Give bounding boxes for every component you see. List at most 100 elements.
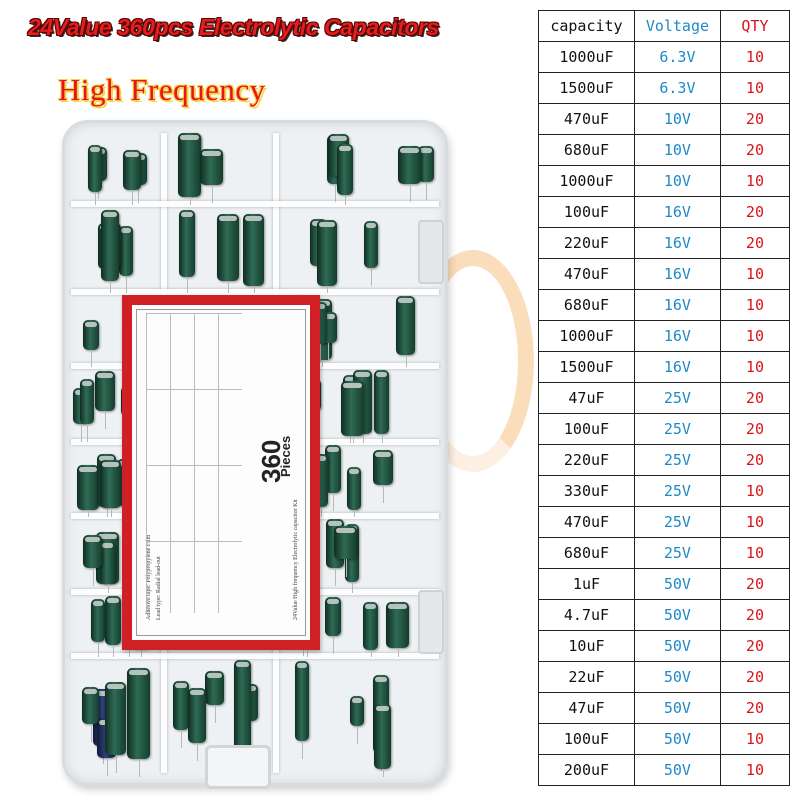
capacitor-image	[398, 146, 421, 184]
cell-voltage: 16V	[633, 227, 721, 259]
capacitor-lead	[302, 741, 303, 759]
cell-capacity: 680uF	[538, 537, 635, 569]
capacitor-lead	[106, 507, 108, 517]
cell-voltage: 50V	[633, 723, 721, 755]
capacitor-image	[374, 370, 389, 434]
cell-capacity: 330uF	[538, 475, 635, 507]
cell-voltage: 25V	[633, 382, 721, 414]
cell-qty: 20	[719, 630, 791, 662]
capacitor-image	[173, 681, 189, 730]
capacitor-image	[243, 214, 264, 286]
cell-capacity: 47uF	[538, 382, 635, 414]
capacitor-image	[234, 660, 251, 770]
cell-capacity: 680uF	[538, 134, 635, 166]
capacitor-image	[364, 221, 378, 268]
capacitor-image	[325, 597, 341, 636]
header-qty: QTY	[719, 10, 791, 42]
capacitor-lead	[328, 343, 329, 361]
banner-title: 24Value 360pcs Electrolytic Capacitors	[28, 14, 439, 40]
cell-qty: 20	[719, 413, 791, 445]
capacitor-lead	[409, 184, 411, 202]
cell-voltage: 50V	[633, 568, 721, 600]
capacitor-lead	[253, 286, 255, 293]
capacitor-lead	[335, 184, 336, 202]
label-grid-line	[146, 541, 242, 542]
cell-qty: 10	[719, 723, 791, 755]
cell-qty: 10	[719, 506, 791, 538]
cell-qty: 10	[719, 537, 791, 569]
capacitor-lead	[327, 286, 328, 293]
capacitor-image	[325, 445, 341, 493]
cell-qty: 20	[719, 103, 791, 135]
capacitor-lead	[126, 276, 127, 293]
capacitor-lead	[141, 649, 142, 657]
capacitor-lead	[352, 436, 354, 443]
capacitor-lead	[90, 724, 92, 742]
capacitor-image	[334, 526, 357, 559]
capacitor-image	[178, 133, 201, 197]
cell-capacity: 47uF	[538, 692, 635, 724]
cell-qty: 20	[719, 444, 791, 476]
capacitor-lead	[370, 650, 372, 657]
cell-qty: 20	[719, 196, 791, 228]
capacitor-lead	[189, 197, 191, 205]
cell-qty: 20	[719, 382, 791, 414]
capacitor-lead	[382, 769, 384, 777]
cell-voltage: 25V	[633, 506, 721, 538]
box-handle	[205, 745, 271, 789]
capacitor-image	[347, 467, 361, 510]
capacitor-image	[80, 379, 94, 424]
label-inner-frame	[136, 309, 306, 636]
cell-qty: 20	[719, 568, 791, 600]
box-latch	[418, 220, 444, 284]
cell-voltage: 6.3V	[633, 41, 721, 73]
capacitor-lead	[354, 510, 355, 517]
capacitor-lead	[397, 648, 399, 657]
capacitor-image	[396, 296, 415, 355]
label-grid-line	[146, 465, 242, 466]
cell-capacity: 1uF	[538, 568, 635, 600]
cell-voltage: 10V	[633, 134, 721, 166]
capacitor-image	[337, 144, 353, 195]
capacitor-image	[418, 146, 434, 182]
cell-voltage: 10V	[633, 103, 721, 135]
capacitor-image	[179, 210, 195, 277]
cell-qty: 10	[719, 475, 791, 507]
capacitor-lead	[129, 647, 130, 657]
cell-qty: 10	[719, 72, 791, 104]
label-line-lead: Lead type: Radial lead-out	[156, 556, 162, 620]
cell-qty: 10	[719, 41, 791, 73]
capacitor-lead	[335, 568, 336, 586]
cell-voltage: 50V	[633, 692, 721, 724]
cell-capacity: 470uF	[538, 258, 635, 290]
cell-voltage: 25V	[633, 444, 721, 476]
capacitor-lead	[381, 434, 383, 443]
capacitor-lead	[371, 268, 372, 286]
capacitor-image	[317, 220, 337, 286]
capacitor-lead	[132, 190, 133, 205]
capacitor-image	[217, 214, 239, 281]
capacitor-lead	[405, 355, 407, 367]
capacitor-lead	[113, 645, 114, 657]
cell-voltage: 16V	[633, 351, 721, 383]
capacitor-lead	[187, 277, 188, 293]
cell-qty: 10	[719, 320, 791, 352]
capacitor-image	[350, 696, 364, 726]
cell-qty: 20	[719, 692, 791, 724]
cell-capacity: 470uF	[538, 103, 635, 135]
capacitor-image	[100, 460, 121, 508]
capacitor-lead	[320, 507, 322, 517]
cell-voltage: 25V	[633, 475, 721, 507]
capacitor-lead	[362, 434, 364, 443]
